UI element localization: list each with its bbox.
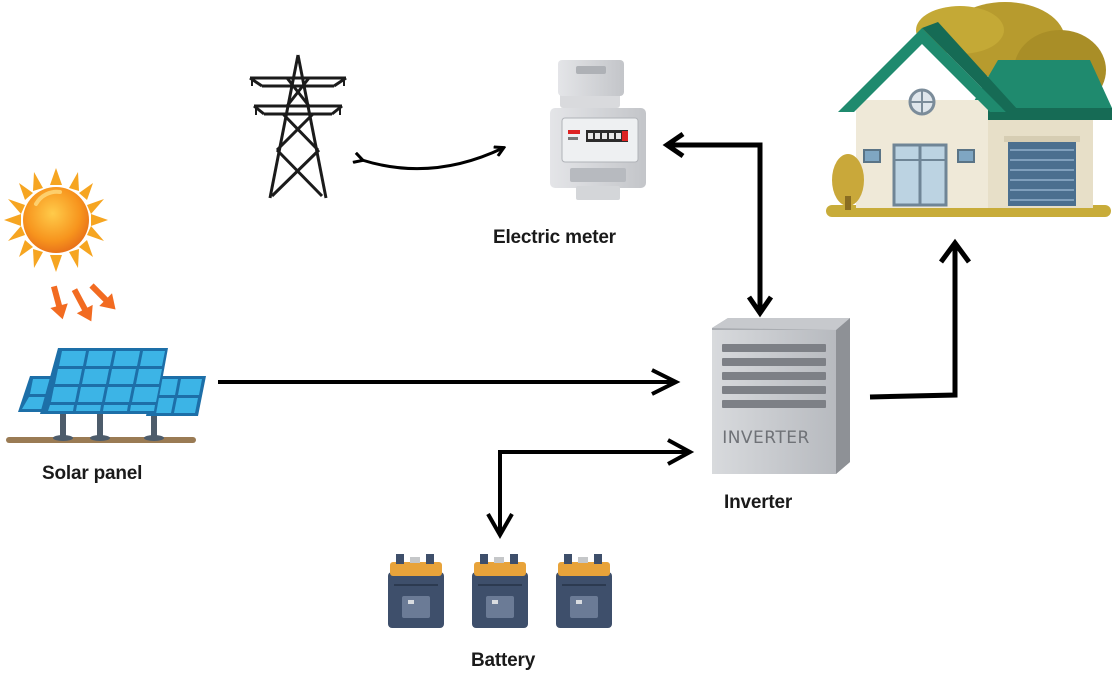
inverter-box-label: INVERTER [722, 428, 810, 448]
arrow-inverter-house [869, 245, 958, 400]
electric-meter-label: Electric meter [493, 227, 616, 248]
solar-panel-icon [6, 348, 206, 443]
battery-label: Battery [471, 650, 536, 671]
sunbeam-arrows [50, 283, 116, 322]
house-icon [826, 2, 1112, 217]
electric-meter-icon [550, 60, 646, 200]
arrow-meter-inverter [668, 142, 763, 312]
sun-icon [4, 168, 108, 272]
power-tower-icon [249, 54, 347, 199]
arrow-battery-inverter [498, 450, 690, 534]
inverter-label: Inverter [724, 492, 793, 513]
solar-panel-label: Solar panel [42, 463, 143, 484]
arrow-tower-meter [362, 148, 503, 171]
battery-icon [388, 554, 612, 628]
inverter-icon: INVERTER [712, 318, 850, 474]
